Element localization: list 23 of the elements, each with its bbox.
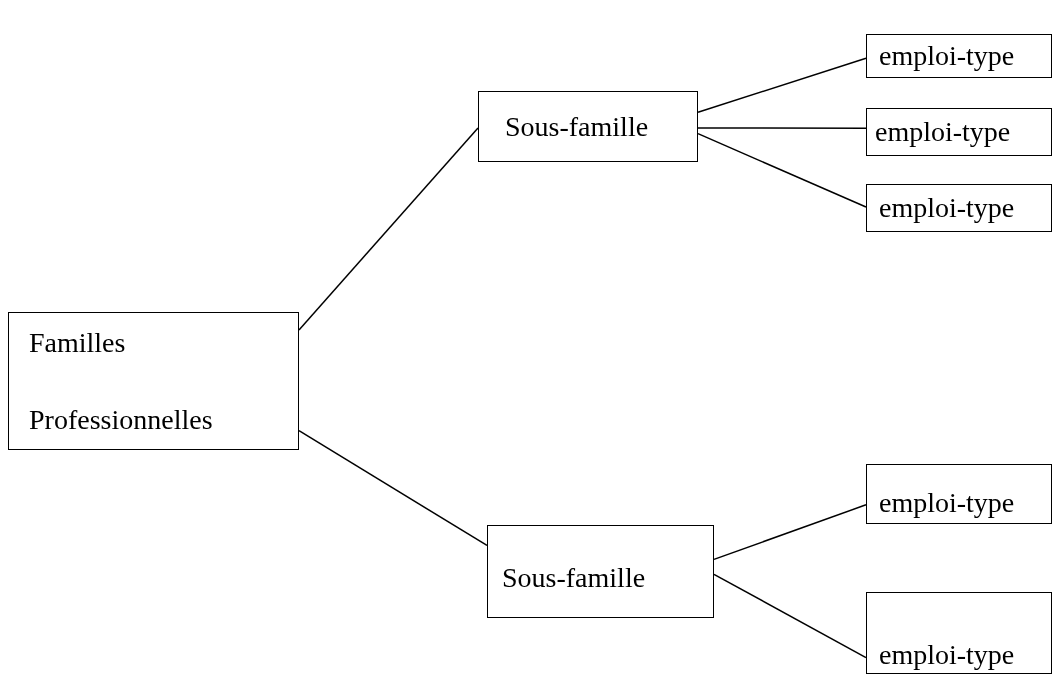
category-box <box>866 184 1052 232</box>
node-label: emploi-type <box>879 192 1015 224</box>
root-box <box>8 312 299 450</box>
category-box <box>487 525 714 618</box>
node-label: Familles Professionnelles <box>29 326 214 437</box>
connector-line <box>713 573 867 659</box>
connector-line <box>298 127 479 331</box>
category-box <box>866 34 1052 78</box>
node-label: emploi-type <box>879 639 1015 671</box>
node-label: Sous-famille <box>505 110 649 143</box>
connector-line <box>298 429 488 547</box>
node-label: emploi-type <box>875 116 1011 148</box>
category-box <box>866 592 1052 674</box>
category-box <box>478 91 698 162</box>
connector-line <box>697 57 867 114</box>
node-label: Sous-famille <box>502 561 646 594</box>
connector-line <box>697 127 867 129</box>
connector-line <box>713 504 867 561</box>
category-box <box>866 108 1052 156</box>
connector-line <box>697 132 867 208</box>
category-box <box>866 464 1052 524</box>
node-label: emploi-type <box>879 487 1015 519</box>
node-label: emploi-type <box>879 40 1015 72</box>
